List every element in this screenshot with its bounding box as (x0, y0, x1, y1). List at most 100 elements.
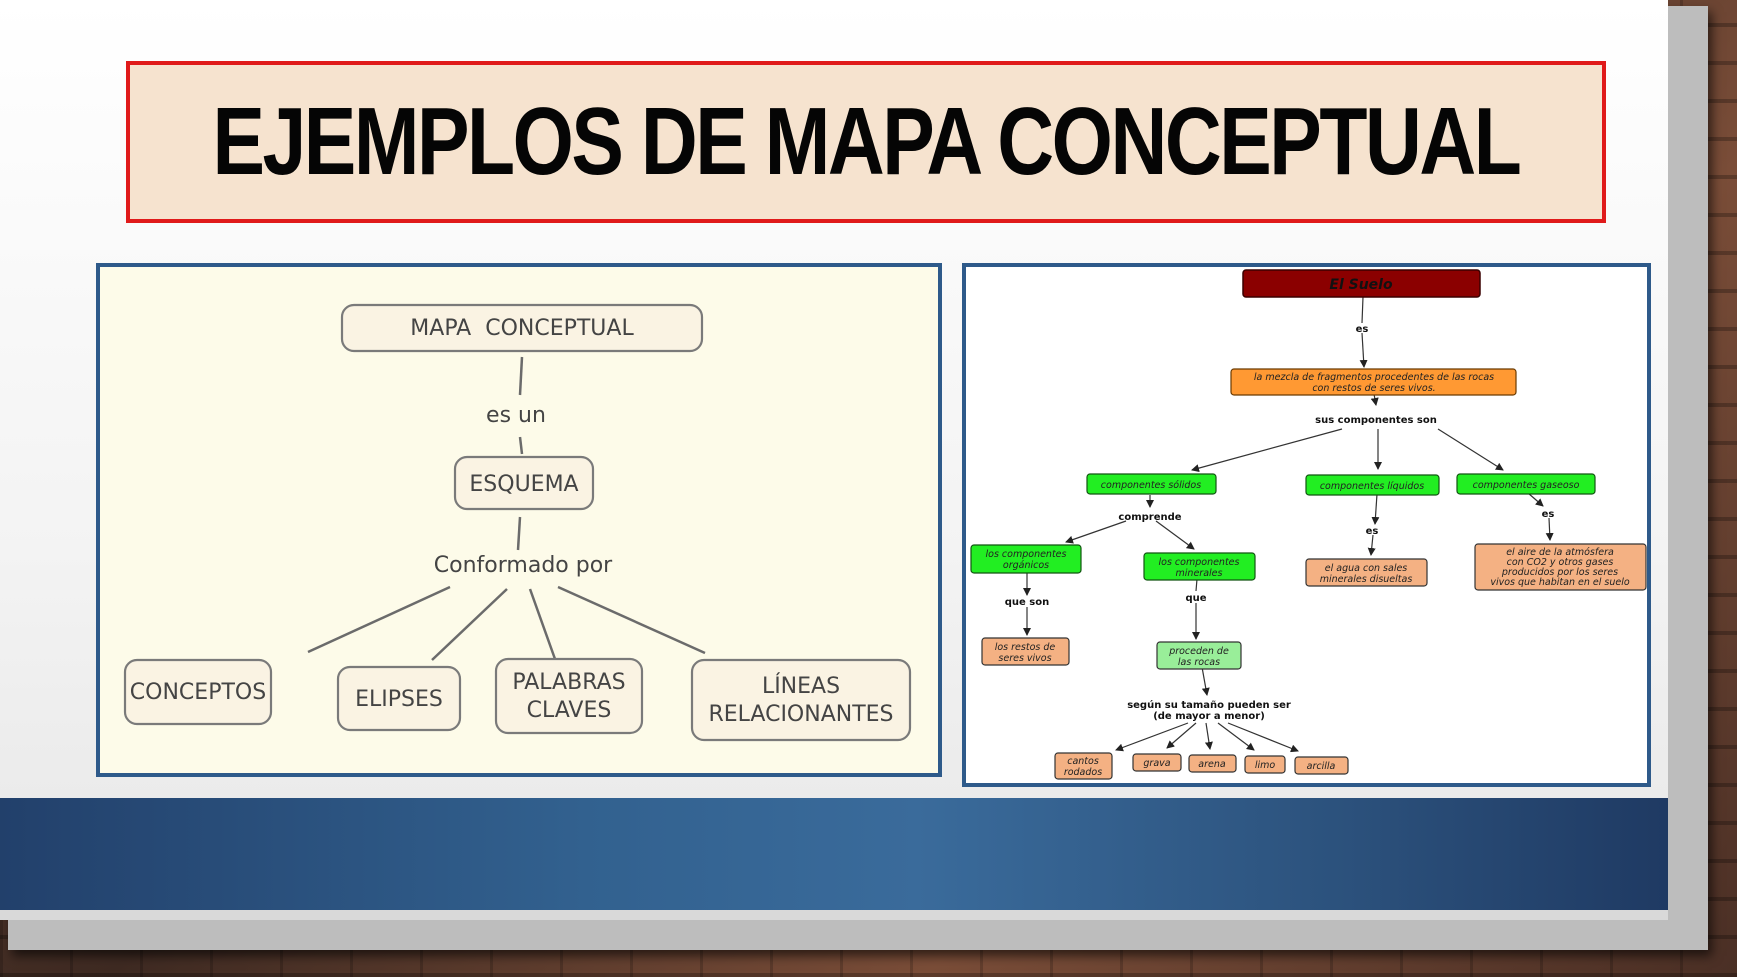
node-componentes-minerales: los componentes minerales (1143, 552, 1256, 581)
connector-es-agua (1367, 534, 1376, 556)
connector-mezcla-sus (1370, 393, 1379, 406)
connector-to-minerales (1155, 520, 1195, 550)
node-solidos-label: componentes sólidos (1101, 480, 1201, 491)
node-grava-label: grava (1143, 758, 1170, 769)
node-el-suelo: El Suelo (1242, 269, 1481, 298)
connector-to-cantos (1115, 722, 1189, 752)
node-lineas-relacionantes: LÍNEAS RELACIONANTES (690, 658, 912, 742)
link-que-son: que son (1005, 597, 1049, 608)
connector-liquidos-es (1371, 493, 1380, 525)
connector-link-to-esquema (518, 436, 524, 455)
node-palabras-claves-label-2: CLAVES (527, 698, 612, 723)
connector-esquema-to-link (516, 516, 522, 551)
node-elipses-label: ELIPSES (355, 687, 443, 712)
node-elipses: ELIPSES (336, 665, 462, 732)
node-arcilla: arcilla (1294, 756, 1349, 775)
node-esquema-label: ESQUEMA (469, 472, 578, 497)
slide: EJEMPLOS DE MAPA CONCEPTUAL MAPA CONCEPT… (0, 0, 1668, 920)
node-cantos-rodados: cantos rodados (1054, 752, 1113, 780)
node-conceptos-label: CONCEPTOS (130, 680, 266, 705)
node-aire-label-3: producidos por los seres (1501, 567, 1618, 578)
node-minerales-label-1: los componentes (1159, 557, 1240, 568)
connector-proceden-tamano (1201, 666, 1210, 696)
node-arena: arena (1188, 754, 1237, 773)
slide-bottom-strip (0, 910, 1668, 920)
node-mapa-conceptual: MAPA CONCEPTUAL (340, 303, 704, 353)
node-agua-label-2: minerales disueltas (1320, 574, 1413, 585)
node-limo: limo (1244, 755, 1286, 774)
connector-to-gaseoso (1437, 428, 1504, 471)
left-concept-map: MAPA CONCEPTUAL es un ESQUEMA Conformado… (123, 303, 912, 742)
node-componentes-organicos: los componentes orgánicos (970, 544, 1082, 574)
link-segun-tamano-2: (de mayor a menor) (1153, 711, 1265, 722)
connector-gaseoso-es (1527, 492, 1544, 507)
connector-to-limo (1217, 722, 1255, 751)
node-esquema: ESQUEMA (453, 455, 595, 511)
node-proceden-rocas: proceden de las rocas (1156, 641, 1242, 670)
node-restos-label-1: los restos de (995, 642, 1056, 653)
node-mezcla-label-1: la mezcla de fragmentos procedentes de l… (1254, 372, 1494, 383)
node-grava: grava (1132, 753, 1182, 772)
connector-to-solidos (1191, 428, 1343, 473)
connector-to-palabras (528, 588, 557, 660)
connector-to-elipses (431, 588, 508, 661)
connector-es-aire (1545, 517, 1554, 541)
node-componentes-gaseoso: componentes gaseoso (1456, 473, 1596, 495)
node-restos-seres-vivos: los restos de seres vivos (981, 637, 1070, 666)
link-es: es (1356, 324, 1369, 335)
node-arena-label: arena (1198, 759, 1226, 770)
node-agua: el agua con sales minerales disueltas (1305, 558, 1428, 587)
slide-bottom-band (0, 798, 1668, 910)
node-arcilla-label: arcilla (1307, 761, 1336, 772)
node-gaseoso-label: componentes gaseoso (1473, 480, 1580, 491)
link-segun-tamano-1: según su tamaño pueden ser (1127, 699, 1291, 711)
connector-minerales-que (1195, 578, 1198, 592)
connector-to-arcilla (1227, 722, 1299, 753)
node-mapa-conceptual-label: MAPA CONCEPTUAL (410, 316, 634, 341)
connector-suelo-es (1361, 296, 1364, 324)
node-componentes-solidos: componentes sólidos (1086, 473, 1217, 495)
link-conformado-por: Conformado por (434, 553, 613, 578)
link-sus-componentes: sus componentes son (1315, 415, 1437, 426)
node-aire-label-4: vivos que habitan en el suelo (1490, 577, 1630, 588)
right-concept-map-panel: El Suelo es la mezcla de fragmentos proc… (962, 263, 1651, 787)
node-cantos-label-2: rodados (1064, 767, 1102, 778)
right-concept-map: El Suelo es la mezcla de fragmentos proc… (970, 269, 1647, 780)
node-agua-label-1: el agua con sales (1325, 563, 1408, 574)
node-proceden-label-2: las rocas (1178, 657, 1220, 668)
node-proceden-label-1: proceden de (1168, 646, 1229, 657)
node-aire: el aire de la atmósfera con CO2 y otros … (1474, 543, 1647, 591)
link-es-liquidos: es (1366, 526, 1379, 537)
node-componentes-liquidos: componentes líquidos (1305, 474, 1440, 496)
node-el-suelo-label: El Suelo (1329, 277, 1393, 293)
connector-to-lineas (557, 585, 706, 655)
connector-to-conceptos (307, 585, 451, 654)
connector-es-mezcla (1359, 332, 1368, 368)
link-es-gaseoso: es (1542, 509, 1555, 520)
node-limo-label: limo (1255, 760, 1276, 771)
node-minerales-label-2: minerales (1176, 568, 1223, 579)
node-mezcla-label-2: con restos de seres vivos. (1312, 383, 1435, 394)
slide-title: EJEMPLOS DE MAPA CONCEPTUAL (212, 88, 1522, 195)
link-que: que (1185, 593, 1206, 604)
node-organicos-label-1: los componentes (986, 549, 1067, 560)
node-restos-label-2: seres vivos (998, 653, 1051, 664)
node-aire-label-2: con CO2 y otros gases (1507, 557, 1614, 568)
connector-root-to-link (518, 356, 524, 396)
node-liquidos-label: componentes líquidos (1320, 481, 1424, 492)
left-concept-map-panel: MAPA CONCEPTUAL es un ESQUEMA Conformado… (96, 263, 942, 777)
node-mezcla: la mezcla de fragmentos procedentes de l… (1230, 368, 1517, 396)
node-organicos-label-2: orgánicos (1003, 560, 1049, 571)
connector-to-arena (1204, 722, 1213, 750)
link-es-un: es un (486, 403, 546, 428)
title-box: EJEMPLOS DE MAPA CONCEPTUAL (126, 61, 1606, 223)
node-lineas-label-2: RELACIONANTES (708, 702, 893, 727)
connector-to-grava (1166, 722, 1197, 749)
node-cantos-label-1: cantos (1067, 756, 1099, 767)
connector-to-organicos (1065, 520, 1127, 544)
link-comprende: comprende (1118, 512, 1181, 523)
node-conceptos: CONCEPTOS (123, 658, 273, 726)
node-lineas-label-1: LÍNEAS (762, 673, 840, 699)
node-palabras-claves: PALABRAS CLAVES (494, 657, 644, 735)
node-palabras-claves-label-1: PALABRAS (512, 670, 625, 695)
